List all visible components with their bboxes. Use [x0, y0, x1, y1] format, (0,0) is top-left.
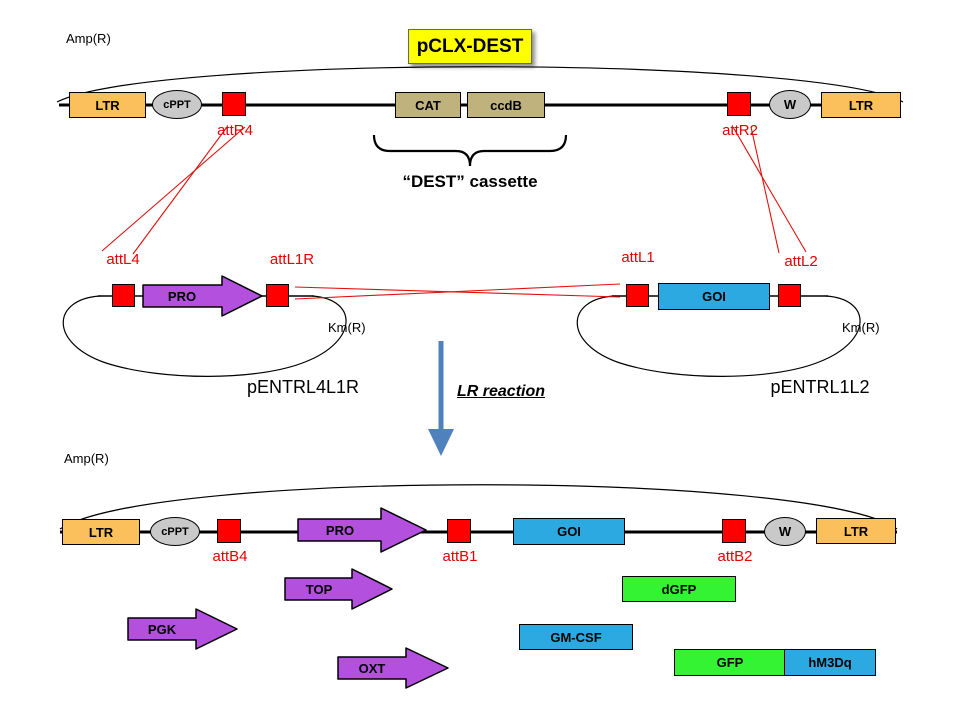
attR2-label: attR2 [722, 122, 758, 139]
gfp-box: GFP [674, 649, 786, 676]
ltr-box-bottom-left: LTR [62, 519, 140, 545]
dest-plasmid-arc [56, 66, 904, 103]
dest-cassette-brace [372, 134, 568, 167]
attB1-site [447, 519, 471, 543]
pro-arrow-entry [142, 275, 263, 317]
pro-label-entry: PRO [167, 288, 197, 304]
goi-box-expression: GOI [513, 518, 625, 545]
dgfp-box: dGFP [622, 576, 736, 602]
attR4-label: attR4 [217, 122, 253, 139]
attB4-site [217, 519, 241, 543]
hm3dq-box: hM3Dq [784, 649, 876, 676]
km-resistance-label-right: Km(R) [842, 320, 880, 335]
attL2-site [778, 284, 801, 307]
pro-label-expression: PRO [325, 522, 355, 538]
attL4-label: attL4 [106, 251, 140, 268]
attL4-site [112, 284, 135, 307]
lr-reaction-label: LR reaction [457, 383, 546, 400]
recombination-cross-lines [101, 126, 807, 300]
lr-reaction-down-arrow [428, 341, 454, 456]
entry-right-loop [576, 295, 861, 377]
cppt-ellipse-bottom: cPPT [150, 517, 200, 546]
attR2-site [727, 92, 751, 116]
goi-box-entry: GOI [658, 283, 770, 310]
attL1-site [626, 284, 649, 307]
entry-right-name: pENTRL1L2 [770, 377, 870, 397]
attB4-label: attB4 [212, 548, 248, 565]
km-resistance-label-left: Km(R) [328, 320, 366, 335]
cppt-ellipse-top: cPPT [152, 90, 202, 119]
entry-left-loop [62, 295, 347, 377]
pgk-promoter-label: PGK [147, 621, 177, 637]
pro-arrow-expression [297, 507, 427, 553]
amp-resistance-label-bottom: Amp(R) [64, 451, 109, 466]
dest-cassette-label: “DEST” cassette [402, 172, 538, 191]
top-promoter-arrow [284, 568, 393, 610]
gmcsf-box: GM-CSF [519, 624, 633, 650]
expression-plasmid-arc [59, 484, 898, 530]
attB1-label: attB1 [442, 548, 478, 565]
attL2-label: attL2 [784, 253, 818, 270]
wpre-ellipse-bottom: W [764, 517, 806, 546]
top-promoter-label: TOP [305, 581, 333, 597]
amp-resistance-label-top: Amp(R) [66, 31, 111, 46]
ccdb-box: ccdB [467, 92, 545, 118]
entry-left-name: pENTRL4L1R [246, 377, 360, 397]
attL1R-site [266, 284, 289, 307]
attR4-site [222, 92, 246, 116]
attL1R-label: attL1R [269, 251, 315, 268]
ltr-box-bottom-right: LTR [816, 518, 896, 544]
wpre-ellipse-top: W [769, 90, 811, 119]
oxt-promoter-arrow [337, 647, 449, 689]
ltr-box-top-right: LTR [821, 92, 901, 118]
plasmid-title: pCLX-DEST [408, 29, 532, 64]
attB2-site [722, 519, 746, 543]
oxt-promoter-label: OXT [358, 660, 386, 676]
cat-box: CAT [395, 92, 461, 118]
attL1-label: attL1 [621, 249, 655, 266]
attB2-label: attB2 [717, 548, 753, 565]
pgk-promoter-arrow [127, 608, 238, 650]
ltr-box-top-left: LTR [69, 92, 146, 118]
